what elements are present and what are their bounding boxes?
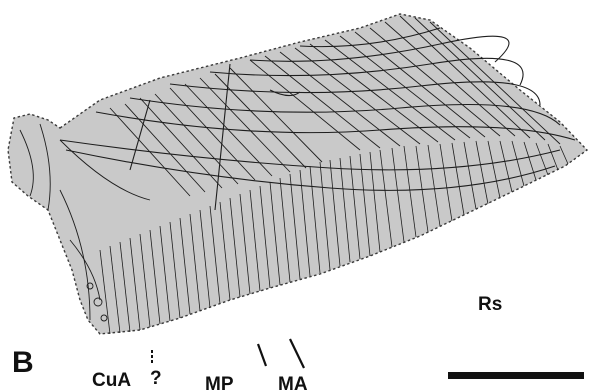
vein-label-uncertain: ?: [150, 368, 162, 389]
vein-label-ma: MA: [278, 374, 308, 391]
vein-label-rs: Rs: [478, 294, 502, 315]
vein-label-cua: CuA: [92, 370, 131, 391]
vein-label-mp: MP: [205, 374, 234, 391]
leader-line-ma: [290, 339, 304, 368]
leader-line-mp: [258, 344, 266, 366]
wing-fragment: [8, 14, 587, 334]
scale-bar: [448, 372, 584, 379]
panel-label: B: [12, 346, 34, 379]
